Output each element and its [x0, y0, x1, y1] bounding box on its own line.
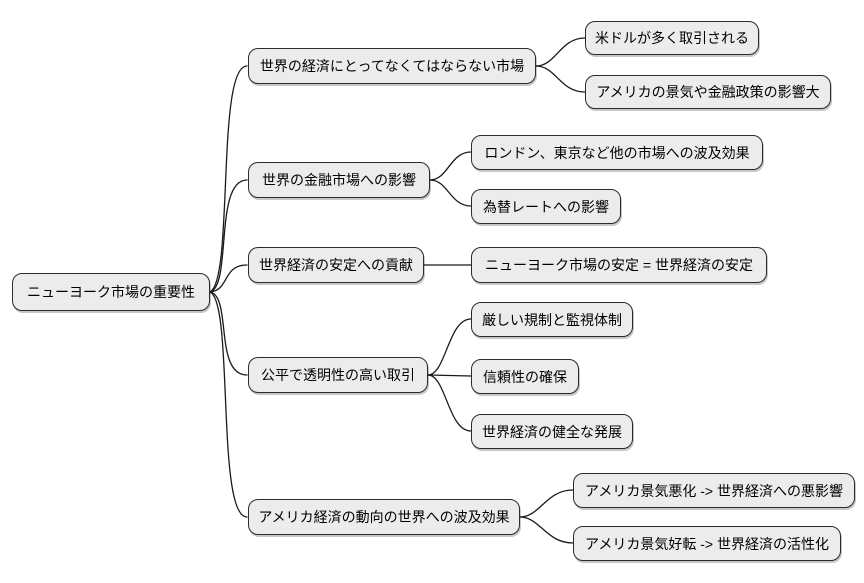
leaf-node-1-1: 米ドルが多く取引される	[585, 21, 759, 55]
edge-root-branch-5	[209, 291, 248, 518]
leaf-node-4-1: 厳しい規制と監視体制	[471, 302, 633, 337]
edge-branch1-leaf2	[535, 65, 586, 93]
branch-node-1: 世界の経済にとってなくてはならない市場	[248, 48, 536, 84]
root-node: ニューヨーク市場の重要性	[12, 273, 210, 311]
leaf-node-2-1: ロンドン、東京など他の市場への波及効果	[471, 135, 763, 170]
leaf-node-5-1: アメリカ景気悪化 -> 世界経済への悪影響	[573, 473, 855, 508]
edge-branch2-leaf1	[429, 151, 472, 181]
edge-root-branch-2	[209, 179, 248, 293]
edge-branch5-leaf2	[519, 516, 574, 544]
edge-branch5-leaf1	[519, 489, 574, 518]
edge-branch4-leaf1	[427, 318, 472, 376]
edge-root-branch-4	[209, 291, 248, 376]
branch-node-3: 世界経済の安定への貢献	[248, 247, 424, 283]
edge-branch1-leaf1	[535, 37, 586, 67]
edge-root-branch-3	[209, 264, 248, 293]
branch-node-5: アメリカ経済の動向の世界への波及効果	[248, 499, 520, 535]
leaf-node-5-2: アメリカ景気好転 -> 世界経済の活性化	[573, 526, 841, 561]
branch-node-4: 公平で透明性の高い取引	[248, 357, 428, 393]
leaf-node-4-3: 世界経済の健全な発展	[471, 414, 633, 449]
leaf-node-2-2: 為替レートへの影響	[471, 189, 621, 224]
leaf-node-1-2: アメリカの景気や金融政策の影響大	[585, 75, 831, 109]
leaf-node-4-2: 信頼性の確保	[471, 359, 579, 394]
edge-branch2-leaf2	[429, 179, 472, 207]
branch-node-2: 世界の金融市場への影響	[248, 162, 430, 198]
edge-branch4-leaf3	[427, 374, 472, 432]
edge-branch4-leaf2	[427, 374, 472, 377]
leaf-node-3-1: ニューヨーク市場の安定 = 世界経済の安定	[471, 247, 767, 283]
edge-root-branch-1	[209, 65, 248, 293]
